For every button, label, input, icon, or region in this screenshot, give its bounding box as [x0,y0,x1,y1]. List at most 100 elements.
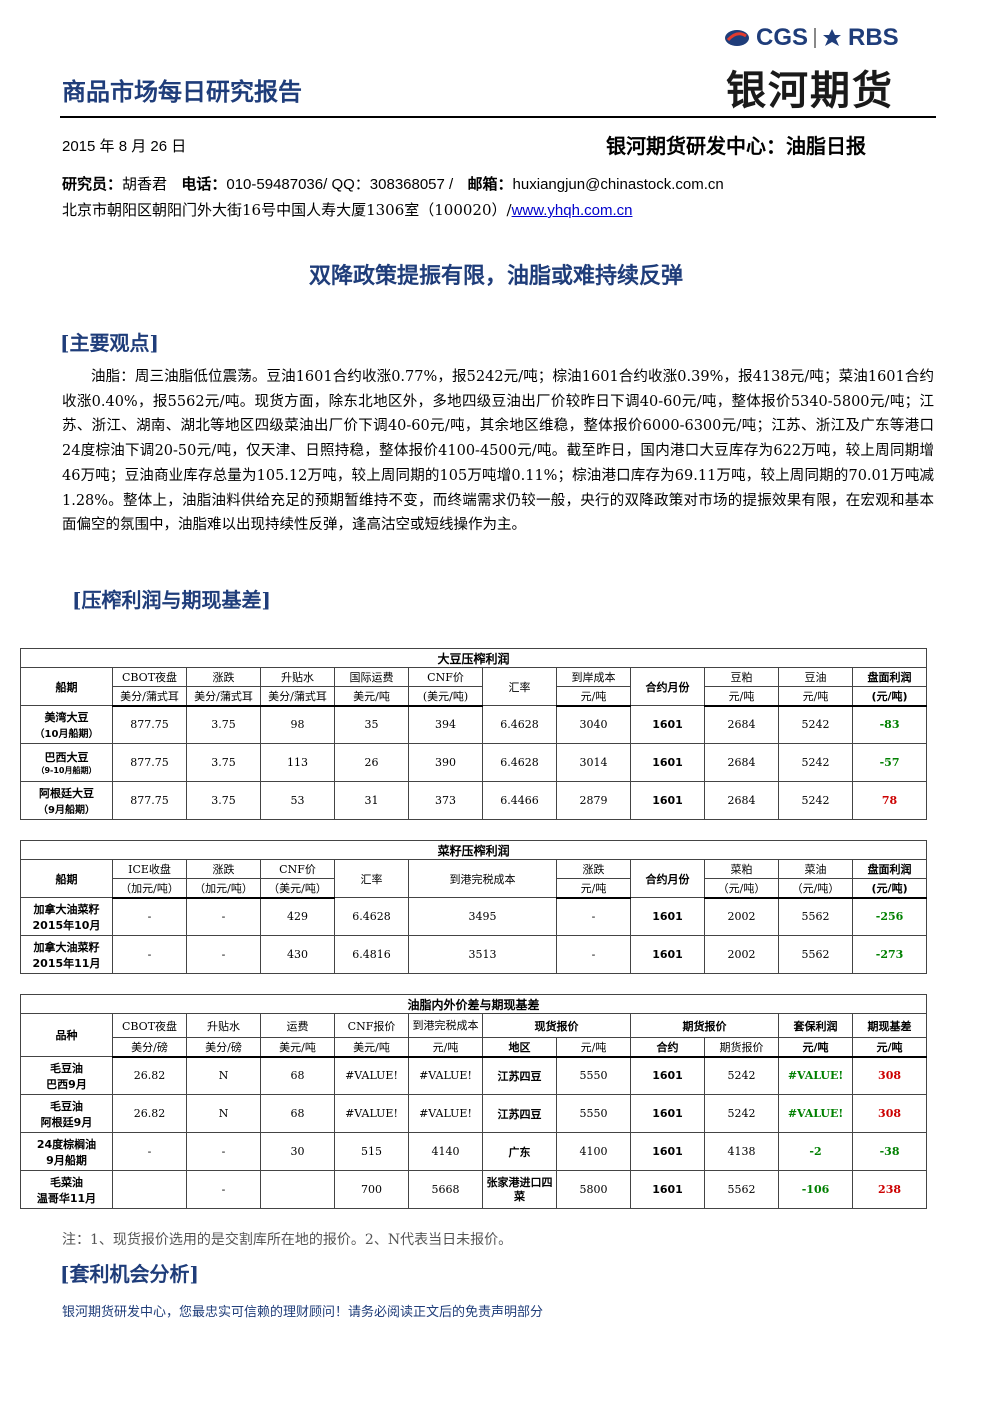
oil-h-cbot: CBOT夜盘 [112,1013,187,1038]
cell: #VALUE! [408,1094,483,1133]
oil-basis-table: 油脂内外价差与期现基差 品种 CBOT夜盘 升贴水 运费 CNF报价 到港完税成… [19,994,928,1209]
profit-cell: -273 [851,935,928,974]
rape-table-title: 菜籽压榨利润 [19,840,928,860]
oil-table-title: 油脂内外价差与期现基差 [19,994,928,1014]
cell: 2684 [704,705,779,744]
email[interactable]: huxiangjun@chinastock.com.cn [512,176,724,193]
cell: 53 [260,781,335,820]
cell: 3.75 [186,781,261,820]
soy-u-freight: 美元/吨 [334,686,409,707]
cell: 3040 [556,705,631,744]
section-arbitrage-title: [套利机会分析] [60,1262,199,1286]
oil-u-region: 地区 [482,1037,557,1058]
rape-h-cnf: CNF价 [260,859,335,879]
soy-h-contract: 合约月份 [630,667,705,706]
soy-u-premium: 美分/蒲式耳 [260,686,335,707]
hedge-cell: #VALUE! [778,1094,853,1133]
soy-u-profit: (元/吨) [851,686,928,707]
soy-u-oil: 元/吨 [778,686,853,707]
cgs-swoosh-icon [725,30,749,46]
cell: 515 [334,1132,409,1171]
cell: - [112,1132,187,1171]
soy-h-meal: 豆粕 [704,667,779,687]
cell: - [186,1170,261,1209]
oil-u-spot: 元/吨 [556,1037,631,1058]
rape-h-change: 涨跌 [186,859,261,879]
phone-label: 电话： [181,175,227,193]
cell: 3.75 [186,743,261,782]
rbs-logo-icon [823,29,842,46]
cell: 2684 [704,743,779,782]
cell: 98 [260,705,335,744]
rape-h-change2: 涨跌 [556,859,631,879]
cell: 5562 [778,897,853,936]
cell: 5242 [778,743,853,782]
rape-h-oil: 菜油 [778,859,853,879]
email-label: 邮箱： [467,175,513,193]
soy-row-name: 美湾大豆（10月船期） [20,705,113,744]
rape-h-shipment: 船期 [20,859,113,898]
oil-u-contract: 合约 [630,1037,705,1058]
cell: 26.82 [112,1056,187,1095]
basis-cell: 238 [851,1170,928,1209]
rape-u-change2: 元/吨 [556,878,631,899]
basis-cell: 308 [851,1056,928,1095]
rape-u-cnf: （美元/吨） [260,878,335,899]
cell: - [186,897,261,936]
cell: 113 [260,743,335,782]
rape-u-ice: （加元/吨） [112,878,187,899]
cell: 1601 [630,897,705,936]
soy-h-premium: 升贴水 [260,667,335,687]
cell: 5550 [556,1056,631,1095]
cell: 877.75 [112,705,187,744]
soy-u-cbot: 美分/蒲式耳 [112,686,187,707]
website-link[interactable]: www.yhqh.com.cn [511,202,633,219]
cell: 1601 [630,781,705,820]
soy-crush-table: 大豆压榨利润 船期 CBOT夜盘 涨跌 升贴水 国际运费 CNF价 汇率 到岸成… [19,648,928,820]
soy-h-freight: 国际运费 [334,667,409,687]
cell: 5242 [778,705,853,744]
rape-u-profit: (元/吨) [851,878,928,899]
rape-h-fx: 汇率 [334,859,409,898]
report-title: 商品市场每日研究报告 [62,78,302,106]
cell: 5668 [408,1170,483,1209]
soy-h-oil: 豆油 [778,667,853,687]
soy-h-change: 涨跌 [186,667,261,687]
cell: 390 [408,743,483,782]
oil-u-premium: 美分/磅 [186,1037,261,1058]
address: 北京市朝阳区朝阳门外大街16号中国人寿大厦1306室（100020）/ [62,201,512,219]
cell: 1601 [630,705,705,744]
main-title: 双降政策提振有限，油脂或难持续反弹 [308,263,683,289]
hedge-cell: -106 [778,1170,853,1209]
cell: 2684 [704,781,779,820]
cell: 2879 [556,781,631,820]
address-line: 北京市朝阳区朝阳门外大街16号中国人寿大厦1306室（100020）/www.y… [62,199,632,220]
footer-disclaimer: 银河期货研发中心，您最忠实可信赖的理财顾问！请务必阅读正文后的免责声明部分 [62,1305,544,1320]
soy-table-title: 大豆压榨利润 [19,648,928,668]
cell: 1601 [630,935,705,974]
basis-cell: 308 [851,1094,928,1133]
section-main-points-title: [主要观点] [60,331,159,355]
oil-h-basis: 期现基差 [851,1013,928,1038]
oil-u-hedge: 元/吨 [778,1037,853,1058]
cell: #VALUE! [334,1056,409,1095]
cell: 江苏四豆 [482,1056,557,1095]
cell: 3513 [408,935,557,974]
oil-u-cnf: 美元/吨 [334,1037,409,1058]
oil-row-name: 毛豆油巴西9月 [20,1056,113,1095]
cell: 430 [260,935,335,974]
cell: 2002 [704,897,779,936]
rape-h-cost: 到港完税成本 [408,859,557,898]
oil-h-cost: 到港完税成本 [408,1013,483,1038]
cell: - [186,1132,261,1171]
cell: 1601 [630,1170,705,1209]
cell: N [186,1094,261,1133]
soy-h-fx: 汇率 [482,667,557,706]
header-divider [60,116,936,118]
oil-u-freight: 美元/吨 [260,1037,335,1058]
